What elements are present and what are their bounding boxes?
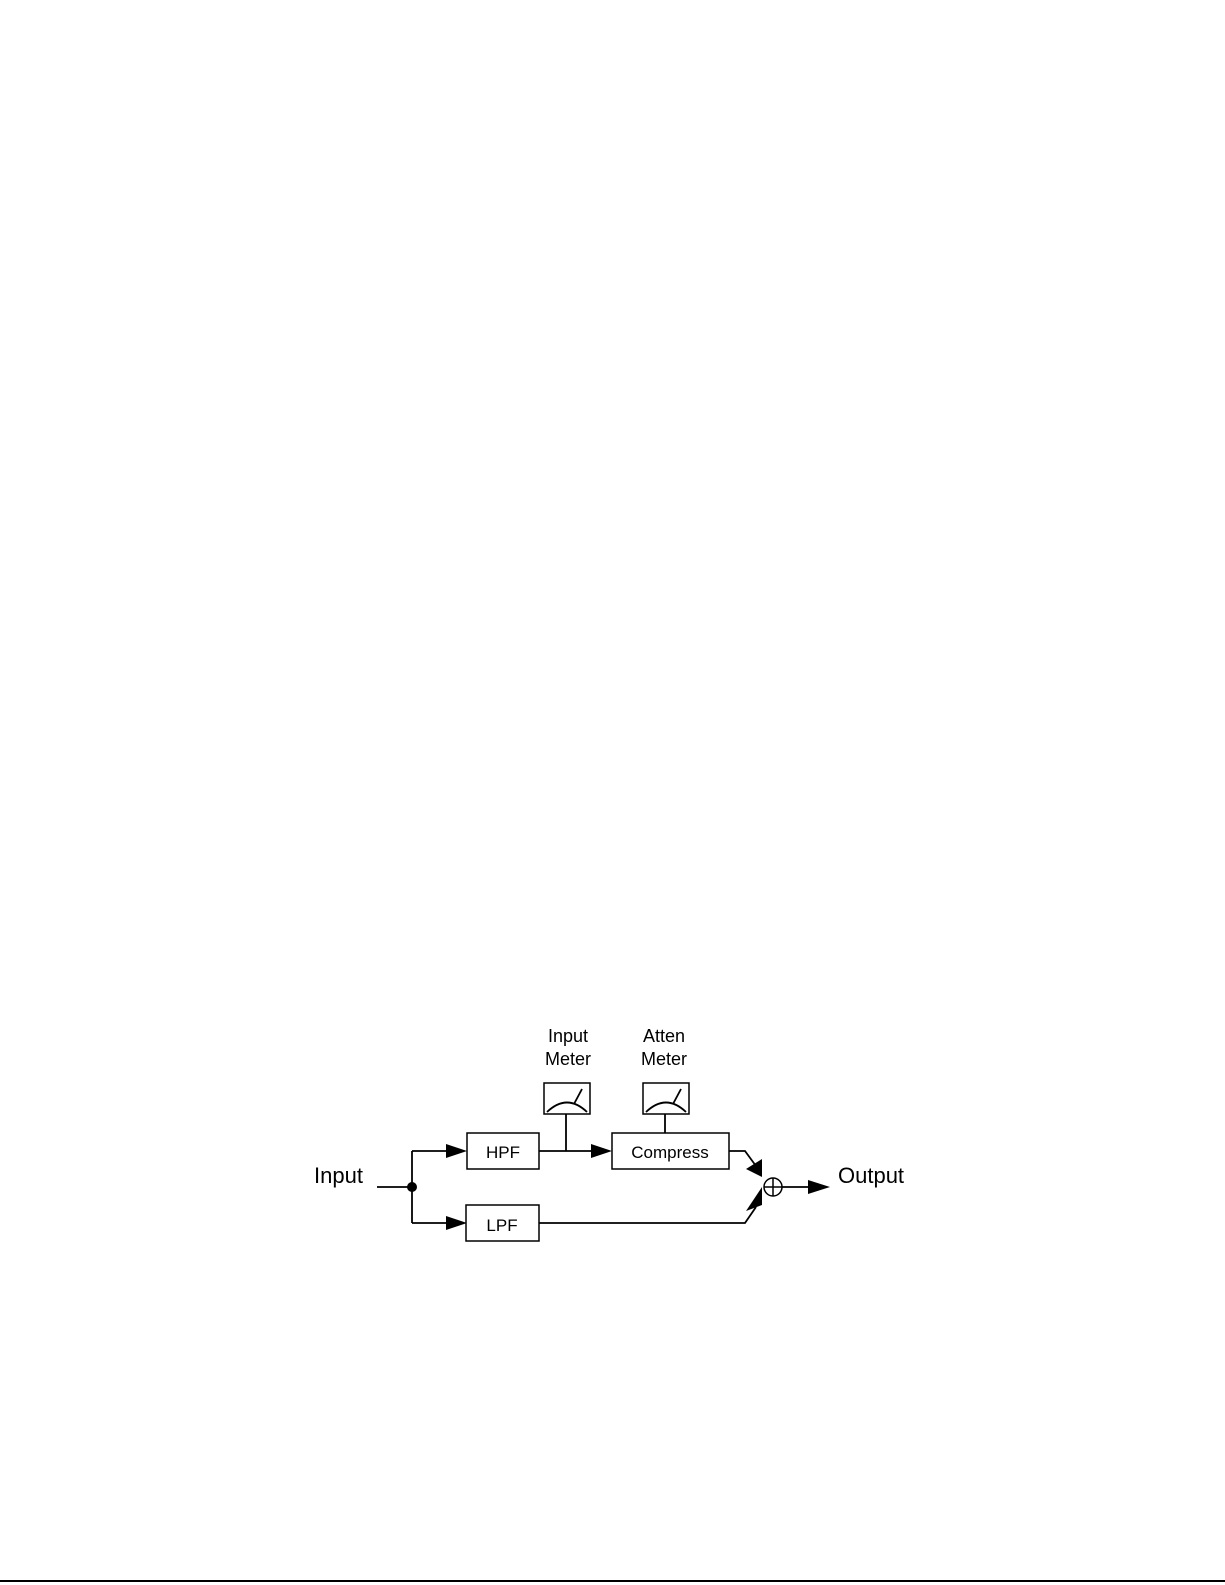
- atten-meter-icon: [643, 1083, 689, 1114]
- input-meter-label-line2: Meter: [545, 1049, 591, 1069]
- arrow-to-hpf: [446, 1144, 467, 1158]
- output-label: Output: [838, 1163, 904, 1188]
- lpf-block: LPF: [466, 1205, 539, 1241]
- lpf-to-summer-wire: [539, 1207, 756, 1223]
- compress-label: Compress: [631, 1143, 708, 1162]
- arrow-to-output: [808, 1180, 830, 1194]
- hpf-label: HPF: [486, 1143, 520, 1162]
- compress-block: Compress: [612, 1133, 729, 1169]
- input-meter-icon: [544, 1083, 590, 1114]
- input-label: Input: [314, 1163, 363, 1188]
- input-meter-label-line1: Input: [548, 1026, 588, 1046]
- arrow-compress-into-summer: [746, 1159, 762, 1177]
- atten-meter-label-line2: Meter: [641, 1049, 687, 1069]
- hpf-block: HPF: [467, 1133, 539, 1169]
- arrow-lpf-into-summer: [746, 1187, 762, 1211]
- compress-to-summer-wire: [729, 1151, 756, 1166]
- arrow-to-lpf: [446, 1216, 467, 1230]
- split-junction-dot: [407, 1182, 417, 1192]
- summing-junction-icon: [764, 1178, 782, 1196]
- arrow-to-compress: [591, 1144, 612, 1158]
- page-bottom-rule: [0, 1580, 1225, 1582]
- atten-meter-label-line1: Atten: [643, 1026, 685, 1046]
- lpf-label: LPF: [486, 1216, 517, 1235]
